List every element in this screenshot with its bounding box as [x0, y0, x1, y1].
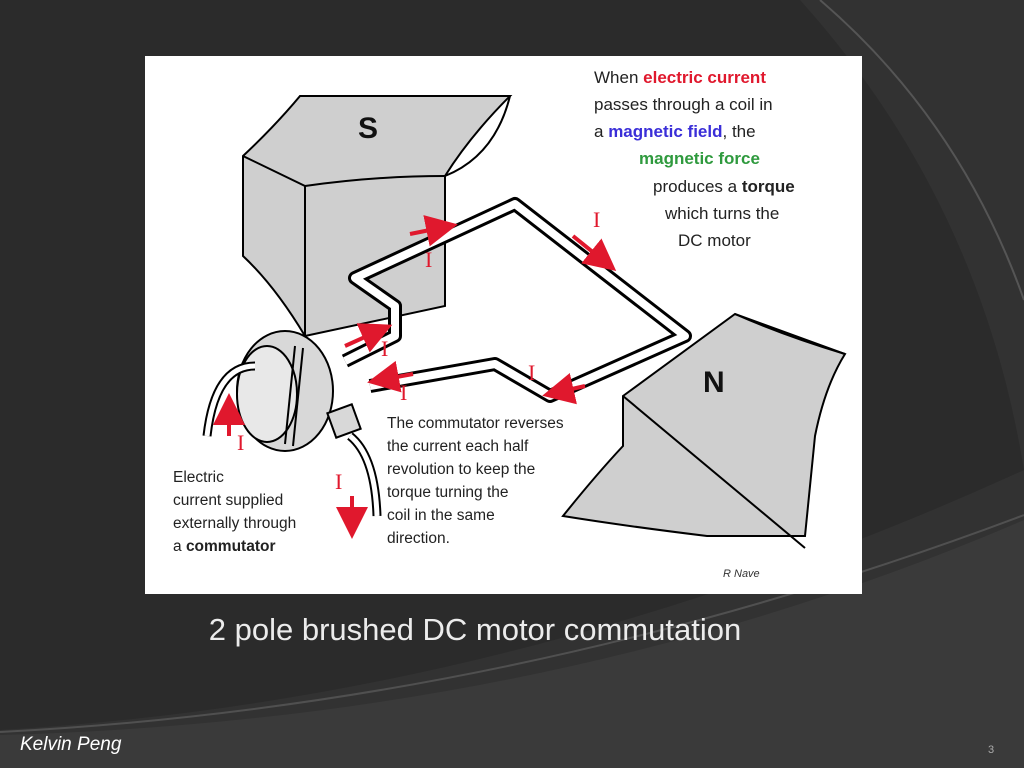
- image-credit: R Nave: [723, 568, 760, 580]
- commutator: [236, 330, 362, 452]
- current-label-6: I: [237, 430, 245, 455]
- commutator-note-line-3: revolution to keep the: [387, 461, 536, 478]
- top-note-line-6: which turns the: [665, 204, 780, 223]
- brush-wires: [202, 361, 382, 517]
- current-label-4: I: [400, 380, 408, 405]
- motor-diagram: S N I I I I I I I When electric current …: [145, 56, 862, 594]
- current-arrow-top: [409, 215, 458, 247]
- current-label-5: I: [528, 360, 536, 385]
- top-note-line-7: DC motor: [678, 231, 751, 250]
- top-note-line-5: produces a torque: [653, 177, 795, 196]
- current-arrow-commutator-in: [367, 360, 414, 393]
- south-pole-magnet: [242, 95, 513, 338]
- top-note-line-4: magnetic force: [639, 149, 760, 168]
- current-label-3: I: [381, 336, 389, 361]
- north-pole-magnet: [561, 312, 847, 549]
- commutator-note-line-4: torque turning the: [387, 484, 509, 501]
- current-arrows: [213, 215, 617, 539]
- armature-coil: [341, 197, 692, 403]
- current-label-1: I: [593, 207, 601, 232]
- current-arrow-right: [571, 234, 617, 272]
- footer-author: Kelvin Peng: [20, 734, 122, 755]
- supply-note-line-2: current supplied: [173, 492, 284, 509]
- slide-caption: 2 pole brushed DC motor commutation: [208, 612, 742, 647]
- current-arrow-commutator-out: [344, 323, 393, 353]
- supply-note-line-1: Electric: [173, 469, 224, 486]
- current-label-7: I: [335, 469, 343, 494]
- commutator-note-line-5: coil in the same: [387, 507, 495, 524]
- top-note-line-2: passes through a coil in: [594, 95, 773, 114]
- south-pole-label: S: [358, 112, 379, 145]
- current-arrow-bottom: [542, 373, 586, 405]
- commutator-note-line-2: the current each half: [387, 438, 529, 455]
- current-label-2: I: [425, 247, 433, 272]
- supply-note-line-3: externally through: [173, 515, 297, 532]
- supply-note-line-4: a commutator: [173, 538, 276, 555]
- motor-diagram-drawing: [202, 95, 847, 549]
- footer-page-number: 3: [988, 744, 995, 756]
- top-note-line-3: a magnetic field, the: [594, 122, 756, 141]
- commutator-note-line-1: The commutator reverses: [387, 415, 564, 432]
- commutator-note-line-6: direction.: [387, 530, 450, 547]
- north-pole-label: N: [703, 366, 725, 399]
- top-note-line-1: When electric current: [594, 68, 766, 87]
